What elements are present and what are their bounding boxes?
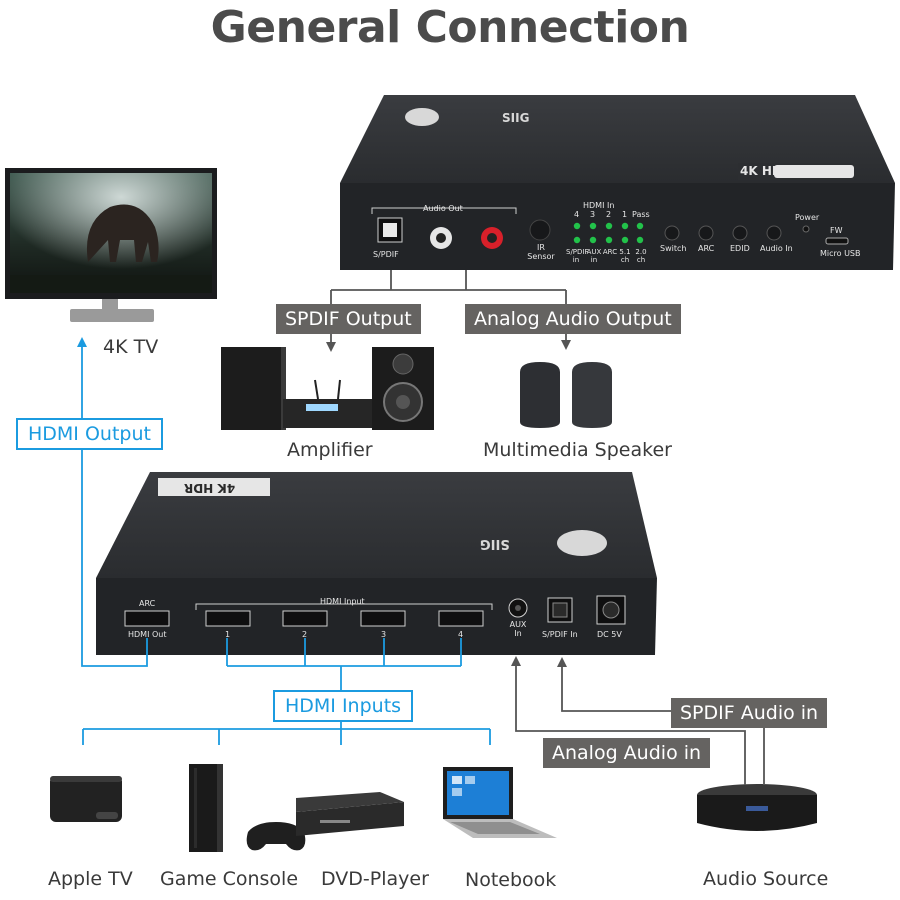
aux-in-port-label: AUX In [509,620,527,638]
hdmi-num-1: 1 [622,210,628,219]
audio-in-button-label: Audio In [760,244,793,253]
hdmi-num-2: 2 [606,210,612,219]
siig-logo-bottom-icon [557,530,607,556]
power-label: Power [795,213,820,222]
tv-label: 4K TV [103,336,159,358]
top-brand-text: SIIG [502,111,530,125]
speaker-label: Multimedia Speaker [483,439,672,461]
hdmi-lines [77,337,491,745]
amplifier-icon [221,347,434,430]
bottom-badge-text: 4K HDR [184,481,236,495]
hdmi-out-port-label: HDMI Out [128,630,167,639]
audio-input-lines [511,656,765,785]
hdmi-output-tag: HDMI Output [16,418,163,450]
port-num-3: 3 [381,630,387,639]
dvd-player-label: DVD-Player [321,868,429,890]
bottom-brand-text: SIIG [480,536,510,551]
siig-logo-icon [405,108,439,126]
micro-usb-label: Micro USB [820,249,861,258]
hdmi-num-3: 3 [590,210,596,219]
spdif-in-port-label: S/PDIF In [542,630,578,639]
ir-sensor-icon [529,219,551,241]
port-num-2: 2 [302,630,308,639]
notebook-icon [443,767,557,838]
led-label-spdif: S/PDIF in [566,248,589,264]
switch-button-label: Switch [660,244,687,253]
arc-port-label: ARC [139,599,156,608]
audio-out-label: Audio Out [423,204,463,213]
pass-label: Pass [632,210,650,219]
arc-button-label: ARC [698,244,715,253]
apple-tv-icon [50,776,122,822]
port-num-1: 1 [225,630,231,639]
top-switch-device [340,95,895,270]
ir-sensor-label: IR Sensor [527,243,555,261]
dvd-player-icon [296,792,404,836]
dc-port-label: DC 5V [597,630,622,639]
edid-button-label: EDID [730,244,750,253]
analog-audio-in-tag: Analog Audio in [543,738,711,768]
amplifier-label: Amplifier [287,439,373,461]
game-console-icon [189,764,306,852]
top-badge-text: 4K HDR [740,164,792,178]
spdif-label: S/PDIF [373,250,399,259]
led-label-aux: AUX in [586,248,602,264]
speaker-icon [520,362,612,428]
led-label-51: 5.1 ch [619,248,631,264]
game-console-label: Game Console [160,868,299,890]
notebook-label: Notebook [465,869,557,891]
spdif-output-tag: SPDIF Output [276,304,421,334]
page-title: General Connection [210,2,690,53]
hdmi-inputs-tag: HDMI Inputs [273,690,414,722]
hdmi-num-4: 4 [574,210,580,219]
analog-audio-output-tag: Analog Audio Output [465,304,681,334]
tv-icon [5,168,217,322]
fw-label: FW [830,226,843,235]
hdmi-in-label: HDMI In [583,201,615,210]
led-grid [573,222,644,244]
audio-source-label: Audio Source [703,868,829,890]
apple-tv-label: Apple TV [48,868,133,890]
bottom-switch-device [96,472,657,655]
spdif-audio-in-tag: SPDIF Audio in [671,698,828,728]
hdmi-input-port-label: HDMI Input [320,597,365,606]
port-num-4: 4 [458,630,464,639]
led-label-arc: ARC [602,248,618,256]
led-label-20: 2.0 ch [635,248,647,264]
audio-source-icon [697,784,817,831]
